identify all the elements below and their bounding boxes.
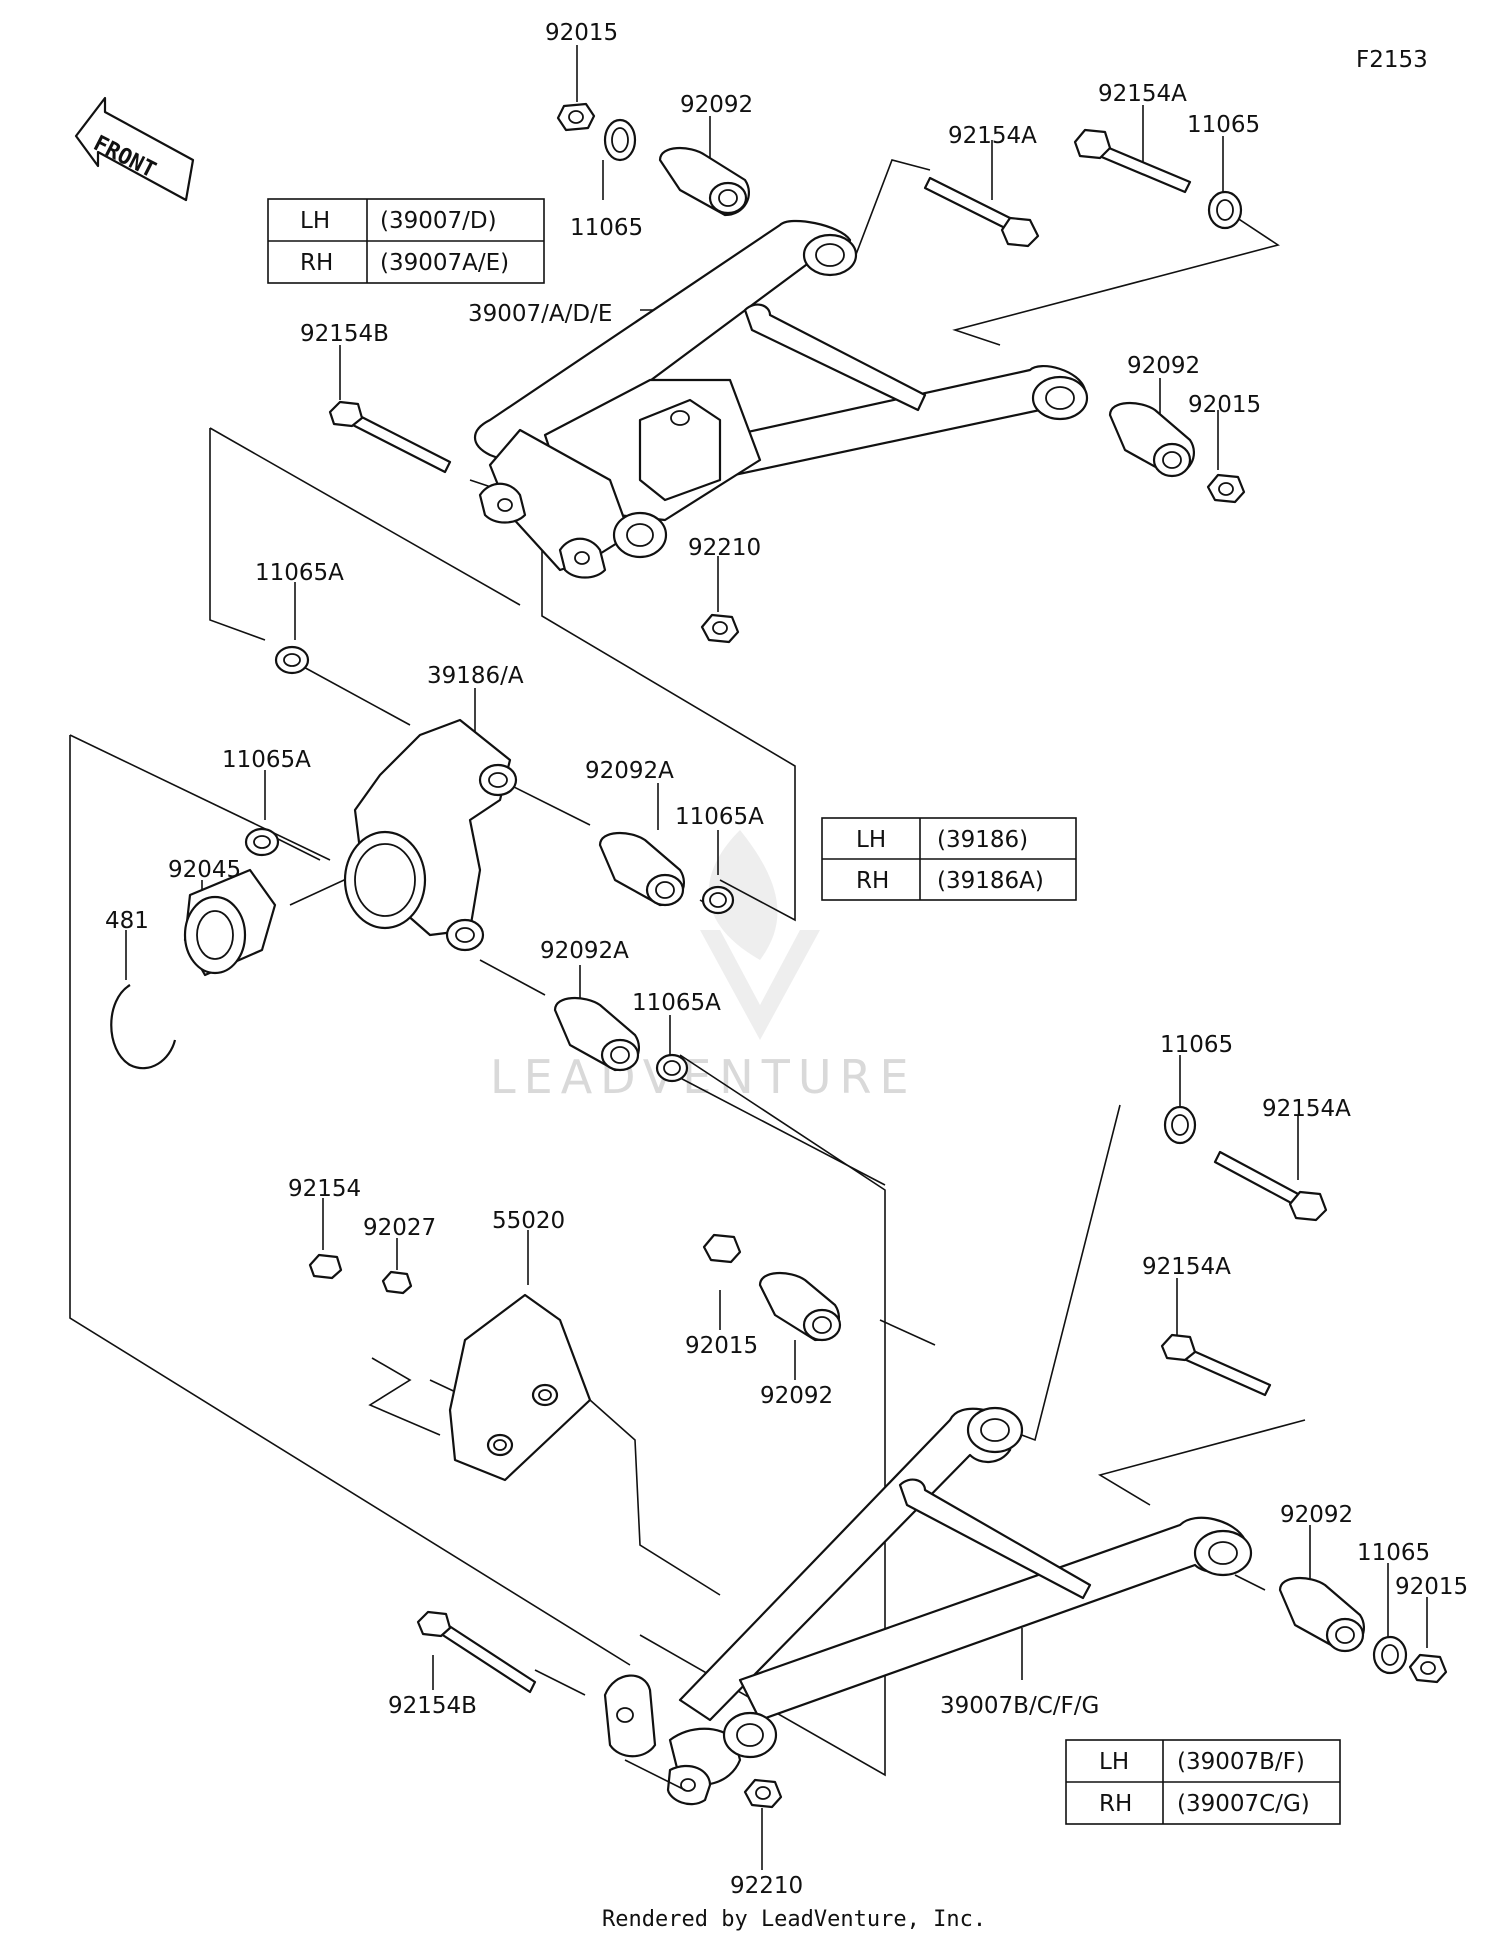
part-label: 92092A	[540, 938, 629, 964]
part-label: 92092	[680, 92, 753, 118]
table-part: (39007/D)	[380, 208, 497, 234]
assembly-lines	[69, 159, 1306, 1777]
table-part: (39186A)	[937, 868, 1044, 894]
part-label: 92092	[1280, 1502, 1353, 1528]
part-label: 481	[105, 908, 149, 934]
table-part: (39007A/E)	[380, 250, 509, 276]
part-label: 92154A	[1142, 1254, 1231, 1280]
part-label: 92210	[688, 535, 761, 561]
part-label: 11065	[1357, 1540, 1430, 1566]
upper-a-arm	[473, 219, 1089, 579]
part-label: 92015	[1188, 392, 1261, 418]
figure-code: F2153	[1356, 47, 1428, 73]
table-lower-arm: LH (39007B/F) RH (39007C/G)	[1065, 1739, 1341, 1825]
part-label: 92092	[760, 1383, 833, 1409]
upper-hardware	[328, 102, 1246, 644]
part-label: 92154B	[388, 1693, 477, 1719]
leader-lines	[125, 45, 1428, 1870]
part-label: 92092	[1127, 353, 1200, 379]
watermark: LEADVENTURE	[490, 1050, 917, 1104]
front-arrow: FRONT	[74, 96, 195, 202]
part-label: 11065A	[632, 990, 721, 1016]
watermark-logo	[700, 830, 820, 1040]
part-labels: 92015 92092 11065 92154A 92154A 11065 39…	[105, 20, 1468, 1899]
lower-a-arm	[603, 1406, 1253, 1806]
part-label: 92027	[363, 1215, 436, 1241]
part-label: 92154B	[300, 321, 389, 347]
table-part: (39007B/F)	[1177, 1749, 1305, 1775]
lower-hardware	[308, 1105, 1448, 1809]
part-label: 92154A	[1262, 1096, 1351, 1122]
table-upper-arm: LH (39007/D) RH (39007A/E)	[267, 198, 545, 284]
table-side: RH	[300, 250, 333, 276]
part-label: 39186/A	[427, 663, 524, 689]
part-label: 92015	[545, 20, 618, 46]
part-label: 39007B/C/F/G	[940, 1693, 1099, 1719]
part-label: 92154A	[1098, 81, 1187, 107]
table-side: LH	[1099, 1749, 1129, 1775]
table-knuckle: LH (39186) RH (39186A)	[821, 817, 1077, 901]
part-label: 39007/A/D/E	[468, 301, 612, 327]
part-label: 92015	[1395, 1574, 1468, 1600]
table-part: (39186)	[937, 827, 1028, 853]
part-label: 55020	[492, 1208, 565, 1234]
table-side: RH	[1099, 1791, 1132, 1817]
table-side: LH	[300, 208, 330, 234]
part-label: 92210	[730, 1873, 803, 1899]
footer-credit: Rendered by LeadVenture, Inc.	[602, 1907, 986, 1932]
table-part: (39007C/G)	[1177, 1791, 1310, 1817]
part-label: 11065A	[222, 747, 311, 773]
table-side: RH	[856, 868, 889, 894]
part-label: 11065	[570, 215, 643, 241]
part-label: 92045	[168, 857, 241, 883]
part-label: 11065	[1187, 112, 1260, 138]
part-label: 11065A	[255, 560, 344, 586]
part-label: 11065	[1160, 1032, 1233, 1058]
part-label: 92015	[685, 1333, 758, 1359]
part-label: 92154	[288, 1176, 361, 1202]
knuckle-assembly	[110, 645, 735, 1083]
table-side: LH	[856, 827, 886, 853]
part-label: 11065A	[675, 804, 764, 830]
part-label: 92092A	[585, 758, 674, 784]
part-label: 92154A	[948, 123, 1037, 149]
